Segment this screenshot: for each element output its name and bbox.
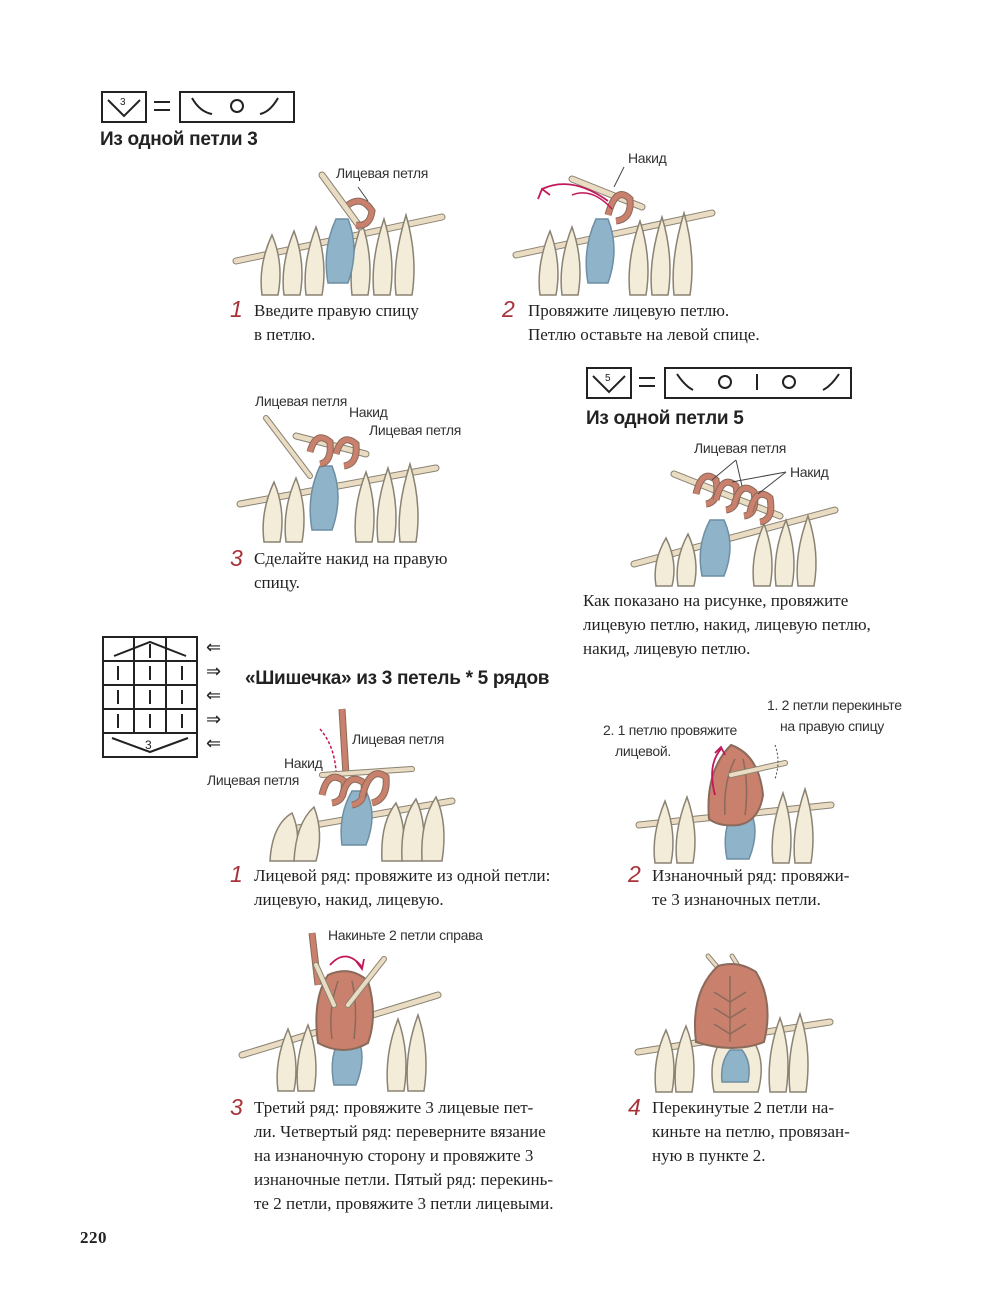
symbol-one-loop-5: 5 xyxy=(586,367,852,399)
step-text-b4: Перекинутые 2 петли на- киньте на петлю,… xyxy=(652,1098,850,1165)
illustration-bobble-3 xyxy=(238,932,442,1092)
label-face-loop-5: Лицевая петля xyxy=(694,440,787,456)
row-arrow-1: ⇐ xyxy=(206,637,222,658)
label-yarn-over-1: Накид xyxy=(628,150,667,166)
chart-row-arrows: ⇐ ⇒ ⇐ ⇒ ⇐ xyxy=(206,636,221,756)
section-title-bobble: «Шишечка» из 3 петель * 5 рядов xyxy=(245,668,550,689)
step-number-3: 3 xyxy=(230,545,243,571)
symbol-number-5: 5 xyxy=(605,373,611,384)
label-face-loop-b1b: Лицевая петля xyxy=(207,772,300,788)
step-number-2: 2 xyxy=(502,296,515,322)
symbol-one-loop-3: 3 xyxy=(101,91,295,123)
row-arrow-2: ⇒ xyxy=(206,661,222,682)
illustration-one-loop-5 xyxy=(630,459,839,587)
illustration-step-1 xyxy=(232,171,446,296)
label-face-loop-3b: Лицевая петля xyxy=(369,422,462,438)
label-bobble2-d: на правую спицу xyxy=(780,718,885,734)
label-face-loop-1: Лицевая петля xyxy=(336,165,429,181)
step-number-1: 1 xyxy=(230,296,243,322)
label-yarn-over-3: Накид xyxy=(349,404,388,420)
step-text-b2: Изнаночный ряд: провяжи- те 3 изнаночных… xyxy=(652,866,850,909)
page-number: 220 xyxy=(80,1228,107,1247)
step-number-b2: 2 xyxy=(628,861,641,887)
section-title-one-loop-3: Из одной петли 3 xyxy=(100,129,258,150)
label-yarn-over-b1: Накид xyxy=(284,755,323,771)
illustration-step-3 xyxy=(236,415,440,543)
step-number-b1: 1 xyxy=(230,861,243,887)
step-text-1: Введите правую спицу в петлю. xyxy=(254,301,419,344)
label-yarn-over-5: Накид xyxy=(790,464,829,480)
label-throw-2-right: Накиньте 2 петли справа xyxy=(328,927,483,943)
illustration-bobble-1 xyxy=(269,708,456,862)
row-arrow-4: ⇒ xyxy=(206,709,222,730)
row-arrow-5: ⇐ xyxy=(206,733,222,754)
step-text-b1: Лицевой ряд: провяжите из одной петли: л… xyxy=(254,866,551,909)
illustration-bobble-4 xyxy=(634,953,834,1093)
step-text-b3: Третий ряд: провяжите 3 лицевые пет- ли.… xyxy=(254,1098,554,1213)
bobble-chart-number: 3 xyxy=(145,738,152,752)
step-text-one-loop-5: Как показано на рисунке, провяжите лицев… xyxy=(583,591,871,658)
bobble-chart: 3 xyxy=(102,636,198,758)
illustration-step-2 xyxy=(512,166,716,296)
step-number-b4: 4 xyxy=(628,1094,641,1120)
illustration-bobble-2 xyxy=(635,743,835,864)
row-arrow-3: ⇐ xyxy=(206,685,222,706)
label-bobble2-c: 1. 2 петли перекиньте xyxy=(767,697,902,713)
symbol-number-3: 3 xyxy=(120,97,126,108)
step-number-b3: 3 xyxy=(230,1094,243,1120)
label-face-loop-b1a: Лицевая петля xyxy=(352,731,445,747)
section-title-one-loop-5: Из одной петли 5 xyxy=(586,408,744,429)
label-face-loop-3a: Лицевая петля xyxy=(255,393,348,409)
label-bobble2-a: 2. 1 петлю провяжите xyxy=(603,722,738,738)
step-text-2: Провяжите лицевую петлю. Петлю оставьте … xyxy=(528,301,760,344)
label-bobble2-b: лицевой. xyxy=(615,743,672,759)
step-text-3: Сделайте накид на правую спицу. xyxy=(254,549,448,592)
